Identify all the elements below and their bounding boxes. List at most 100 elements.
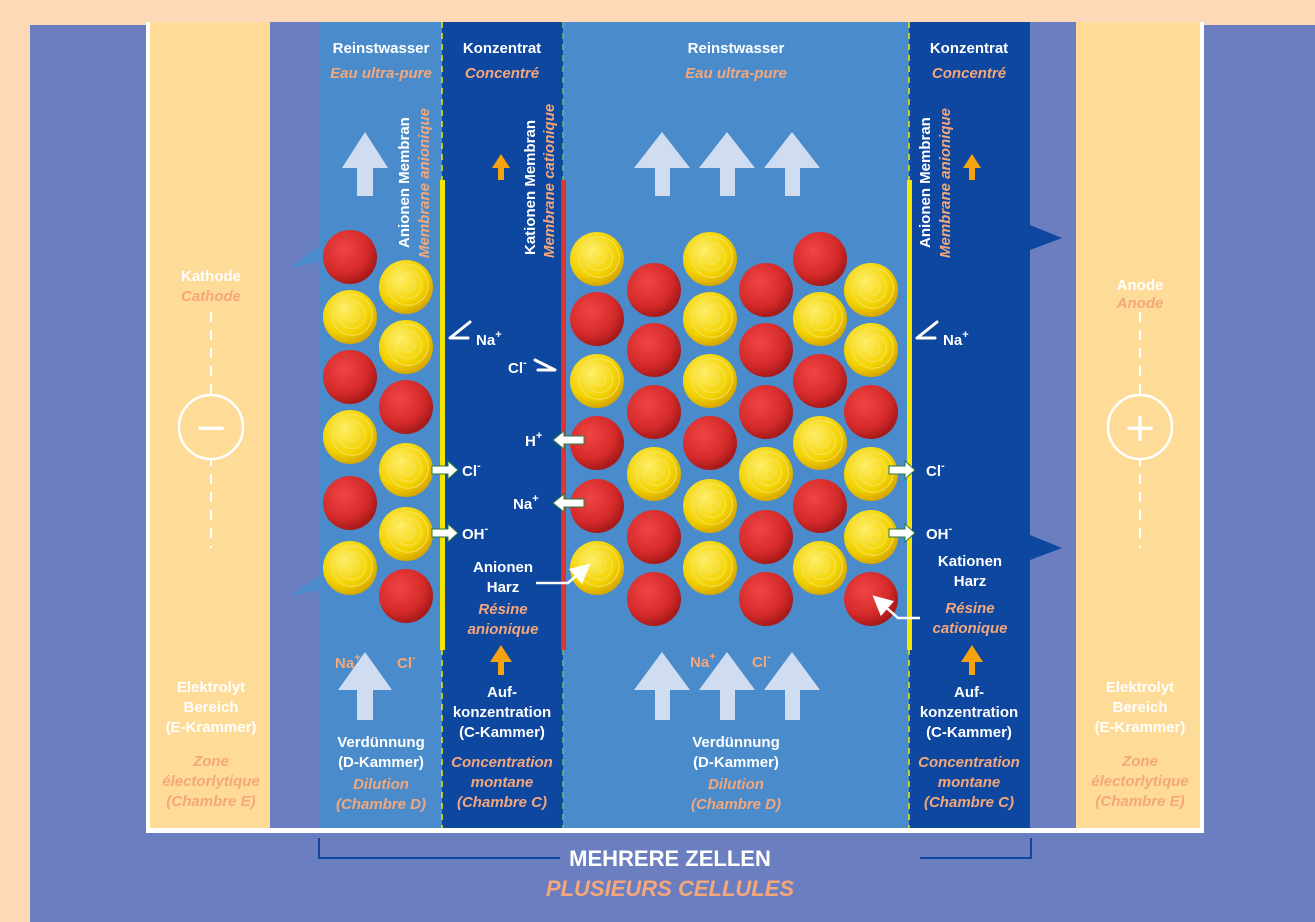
oh-arrow-left [431, 522, 459, 544]
cation-resin-bead-16 [570, 479, 624, 533]
ion-na-feed-left-base: Na [335, 655, 355, 672]
bead-ring-14-3 [578, 358, 620, 400]
cation-resin-fr1: Résine [945, 600, 994, 617]
cation-resin-bead-0 [323, 230, 377, 284]
ion-h: H+ [525, 430, 542, 450]
ion-na-left-charge: + [495, 329, 501, 341]
bead-ring-5-2 [338, 552, 366, 580]
cation-resin-de2: Harz [954, 573, 987, 590]
flow-arrow-d2-top-1 [634, 132, 690, 196]
bead-ring-1-3 [331, 294, 373, 336]
bead-ring-9-2 [394, 454, 422, 482]
bead-ring-26-3 [691, 358, 733, 400]
electrolyte-left-fr3: (Chambre E) [166, 793, 255, 810]
ion-na-center: Na+ [513, 493, 539, 513]
dilution-center-de2: (D-Kammer) [693, 754, 779, 771]
bead-ring-24-2 [698, 243, 726, 271]
electrolyte-label-left: Elektrolyt Bereich (E-Krammer) Zone élec… [162, 679, 260, 810]
ion-h-base: H [525, 433, 536, 450]
bead-ring-26-2 [698, 365, 726, 393]
anion-resin-bead-9 [379, 443, 433, 497]
cl-arrow-right [888, 459, 916, 481]
ion-cl-feed-center: Cl- [752, 651, 771, 671]
ion-oh-right-base: OH [926, 526, 949, 543]
ion-arrows [448, 320, 939, 372]
cation-resin-bead-35 [739, 572, 793, 626]
cation-resin-bead-34 [739, 510, 793, 564]
bead-ring-10-2 [394, 518, 422, 546]
ion-cl-center-charge: - [523, 357, 527, 369]
ion-cl-center: Cl- [508, 357, 527, 377]
electrolyte-left-de3: (E-Krammer) [166, 719, 257, 736]
cation-resin-bead-27 [683, 416, 737, 470]
concentration-left-fr2: montane [471, 774, 534, 791]
bead-ring-41-3 [801, 545, 843, 587]
bead-ring-39-3 [801, 420, 843, 462]
dilution-left-fr2: (Chambre D) [336, 796, 426, 813]
bead-ring-6-1 [400, 277, 416, 293]
bead-ring-7-2 [394, 331, 422, 359]
electrolyte-right-fr3: (Chambre E) [1095, 793, 1184, 810]
bead-ring-24-1 [704, 249, 720, 265]
ion-cl-center-base: Cl [508, 360, 523, 377]
ion-labels: Na+ Cl- Cl- OH- H+ Na+ Na+ Cl- OH- Na+ C… [335, 329, 969, 672]
bead-ring-28-2 [698, 490, 726, 518]
ion-na-center-base: Na [513, 496, 533, 513]
cation-resin-bead-31 [739, 323, 793, 377]
anion-resin-bead-39 [793, 416, 847, 470]
anion-resin-bead-33 [739, 447, 793, 501]
anion-resin-bead-6 [379, 260, 433, 314]
concentration-left-de3: (C-Kammer) [459, 724, 545, 741]
ion-na-right-charge: + [962, 329, 968, 341]
na-arrow-center [552, 492, 585, 514]
header-c2-fr: Concentré [932, 65, 1006, 82]
concentrate-chamber-left [442, 22, 563, 828]
dilution-left-fr1: Dilution [353, 776, 409, 793]
na-arrow-right [915, 320, 939, 340]
electrolyte-right-de3: (E-Krammer) [1095, 719, 1186, 736]
concentration-right-de2: konzentration [920, 704, 1018, 721]
bead-ring-29-2 [698, 552, 726, 580]
bead-ring-41-2 [808, 552, 836, 580]
bead-ring-45-2 [859, 458, 887, 486]
bead-ring-6-2 [394, 271, 422, 299]
ion-cl-feed-left-charge: - [412, 652, 416, 664]
bead-ring-21-3 [635, 451, 677, 493]
ion-cl-right-charge: - [941, 460, 945, 472]
ion-oh-left-charge: - [485, 523, 489, 535]
bead-ring-26-1 [704, 371, 720, 387]
ion-cl-feed-left: Cl- [397, 652, 416, 672]
dilution-center-fr1: Dilution [708, 776, 764, 793]
bead-ring-37-3 [801, 296, 843, 338]
cl-arrow-left [431, 459, 459, 481]
electrolyte-right-fr1: Zone [1121, 753, 1158, 770]
cation-resin-bead-30 [739, 263, 793, 317]
electrolyte-left-fr2: électorlytique [162, 773, 260, 790]
anion-resin-bead-24 [683, 232, 737, 286]
cation-resin-bead-38 [793, 354, 847, 408]
cation-resin-bead-40 [793, 479, 847, 533]
bead-ring-10-3 [387, 511, 429, 553]
membrane-cation-de: Kationen Membran [522, 120, 539, 255]
electrolyte-left-de2: Bereich [183, 699, 238, 716]
cation-resin-bead-44 [844, 385, 898, 439]
bead-ring-24-3 [691, 236, 733, 278]
membrane-anion2-fr: Membrane anionique [937, 108, 954, 258]
bead-ring-1-1 [344, 307, 360, 323]
footer-bracket [318, 838, 1032, 859]
bead-ring-39-1 [814, 433, 830, 449]
ion-na-feed-center-base: Na [690, 654, 710, 671]
electrolyte-label-right: Elektrolyt Bereich (E-Krammer) Zone élec… [1091, 679, 1189, 810]
cation-resin-bead-20 [627, 385, 681, 439]
membrane-cation-fr: Membrane cationique [541, 104, 558, 258]
ion-cl-feed-left-base: Cl [397, 655, 412, 672]
electrolyte-right-fr2: électorlytique [1091, 773, 1189, 790]
ion-cl-left-charge: - [477, 460, 481, 472]
ion-na-feed-left-charge: + [354, 652, 360, 664]
cathode-label-de: Kathode [181, 268, 241, 285]
anion-resin-bead-26 [683, 354, 737, 408]
bead-ring-28-1 [704, 496, 720, 512]
ion-oh-left: OH- [462, 523, 489, 543]
header-c1-fr: Concentré [465, 65, 539, 82]
bead-ring-5-3 [331, 545, 373, 587]
